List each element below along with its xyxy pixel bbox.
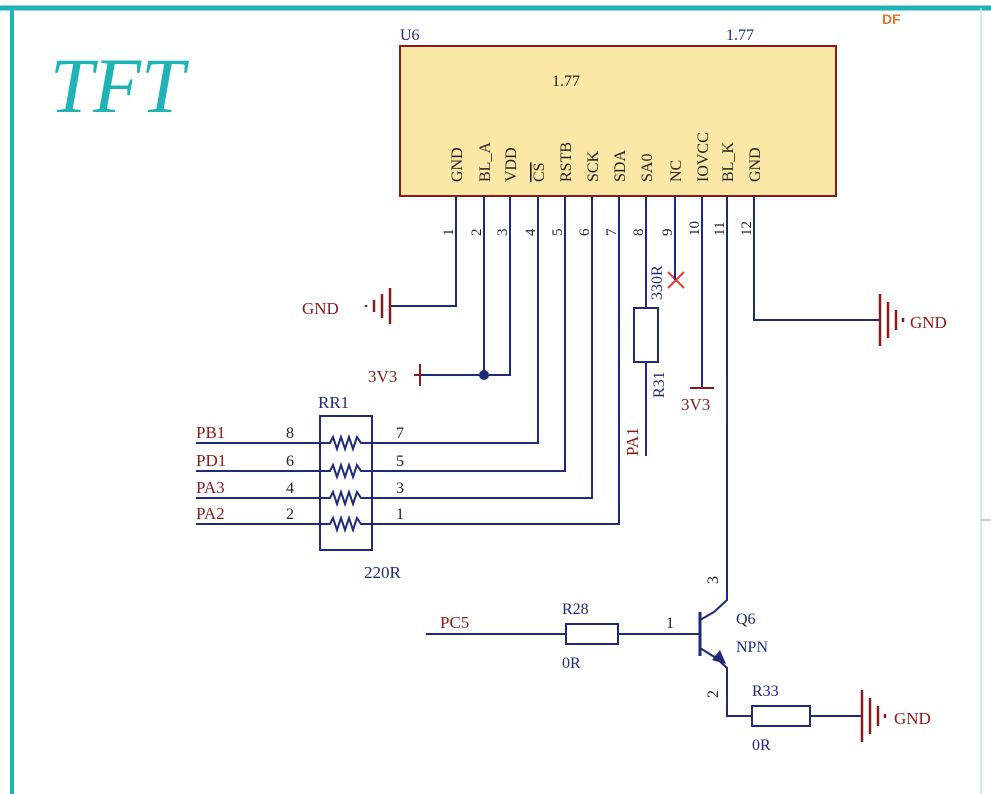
u6-pin-name: SDA <box>612 150 629 182</box>
sheet-frame <box>0 5 991 794</box>
rr1-pin-left: 4 <box>286 480 294 497</box>
gnd-right-symbol <box>878 294 905 346</box>
wires <box>196 196 880 717</box>
rr1-pin-right: 5 <box>396 453 404 470</box>
net-gnd-bottom: GND <box>894 709 931 728</box>
u6-pin-number: 2 <box>469 229 485 237</box>
u6-pin-number: 7 <box>604 228 620 236</box>
wire-pin5-rr1 <box>370 196 566 472</box>
rr1-pin-left: 2 <box>286 506 294 523</box>
wire-pin2-3v3 <box>420 196 485 376</box>
rr1-value: 220R <box>364 563 402 582</box>
net-pd1: PD1 <box>196 451 226 470</box>
r28-body <box>565 623 619 645</box>
u6-pin-name: NC <box>668 160 685 182</box>
q6-emitter-arrow <box>712 650 726 664</box>
rr1-pin-right: 3 <box>396 480 404 497</box>
u6-pin-name: CS <box>531 162 548 182</box>
net-pa3: PA3 <box>196 478 225 497</box>
u6-pin-names: GND BL_A VDD CS RSTB SCK SDA SA0 NC IOVCC BL_K GND <box>449 132 764 182</box>
gnd-bottom-symbol <box>860 690 887 742</box>
u6-pin-name: SA0 <box>639 154 656 182</box>
rr1-pin-left: 8 <box>286 425 294 442</box>
u6-pin-name: BL_A <box>477 142 494 182</box>
u6-pin-number: 8 <box>631 229 647 237</box>
q6-pin-emitter: 2 <box>705 690 722 698</box>
r33-body <box>751 705 811 727</box>
q6-type: NPN <box>736 639 768 656</box>
u6-pin-name: RSTB <box>558 142 575 182</box>
r31-designator: R31 <box>651 371 668 398</box>
wire-pin4-rr1 <box>370 196 539 444</box>
net-pc5: PC5 <box>440 613 469 632</box>
u6-pin-number: 1 <box>441 229 457 237</box>
wire-pin3-3v3 <box>484 196 511 376</box>
net-gnd-right: GND <box>910 313 947 332</box>
rr1-zigzags <box>320 433 372 534</box>
u6-body <box>399 45 837 197</box>
wire-q6-r33 <box>713 655 752 717</box>
r31-body <box>633 307 659 363</box>
gnd-left-symbol <box>364 288 392 324</box>
wire-pin11-q6 <box>713 196 728 613</box>
net-pa1: PA1 <box>623 427 642 456</box>
q6-pin-base: 1 <box>666 615 674 632</box>
net-pb1: PB1 <box>196 423 225 442</box>
rr1-designator: RR1 <box>318 393 349 412</box>
u6-pin-number: 3 <box>495 229 511 237</box>
u6-component: U6 1.77 1.77 GND BL_A VDD CS RSTB SCK SDA SA0 NC… <box>399 27 837 236</box>
u6-pin-name: VDD <box>503 147 520 182</box>
r28-value: 0R <box>562 655 581 672</box>
wire-pin1-gnd <box>390 196 457 307</box>
junction-3v3 <box>479 370 489 380</box>
u6-pin-number: 5 <box>550 229 566 237</box>
rr1-body <box>319 415 373 551</box>
rr1-pin-right: 1 <box>396 506 404 523</box>
r28-designator: R28 <box>562 601 589 618</box>
rr1-pin-right: 7 <box>396 425 404 442</box>
q6-designator: Q6 <box>736 611 756 628</box>
rr1-pin-left: 6 <box>286 453 294 470</box>
wire-pin7-rr1 <box>370 196 620 525</box>
r31-value: 330R <box>649 265 666 300</box>
net-3v3-left: 3V3 <box>368 367 397 386</box>
sheet-title: TFT <box>50 42 189 129</box>
u6-pin-name: SCK <box>585 150 602 182</box>
u6-pin-number: 12 <box>739 221 755 236</box>
wire-pin6-rr1 <box>370 196 593 499</box>
u6-pin-name: BL_K <box>720 142 737 182</box>
u6-pin-number: 10 <box>687 221 703 236</box>
u6-value-inner: 1.77 <box>552 73 580 90</box>
u6-pin-number: 4 <box>523 228 539 236</box>
r33-value: 0R <box>752 737 771 754</box>
u6-pin-name: GND <box>747 147 764 182</box>
u6-pin-number: 11 <box>712 222 728 236</box>
q6-transistor <box>698 611 717 659</box>
wire-pin12-gnd <box>753 196 880 321</box>
u6-pin-name: IOVCC <box>695 132 712 182</box>
u6-pin-number: 6 <box>577 228 593 236</box>
net-pa2: PA2 <box>196 504 225 523</box>
net-3v3-pin10: 3V3 <box>681 395 710 414</box>
rr1-array: RR1 220R 8 6 4 2 7 5 3 1 <box>286 393 404 582</box>
q6-pin-collector: 3 <box>705 576 722 584</box>
u6-pin-name: GND <box>449 147 466 182</box>
corner-mark: DF <box>882 11 901 27</box>
u6-value-top: 1.77 <box>726 27 754 44</box>
u6-designator: U6 <box>400 27 420 44</box>
r33-designator: R33 <box>752 683 779 700</box>
u6-pin-number: 9 <box>660 229 676 237</box>
net-gnd-left: GND <box>302 299 339 318</box>
